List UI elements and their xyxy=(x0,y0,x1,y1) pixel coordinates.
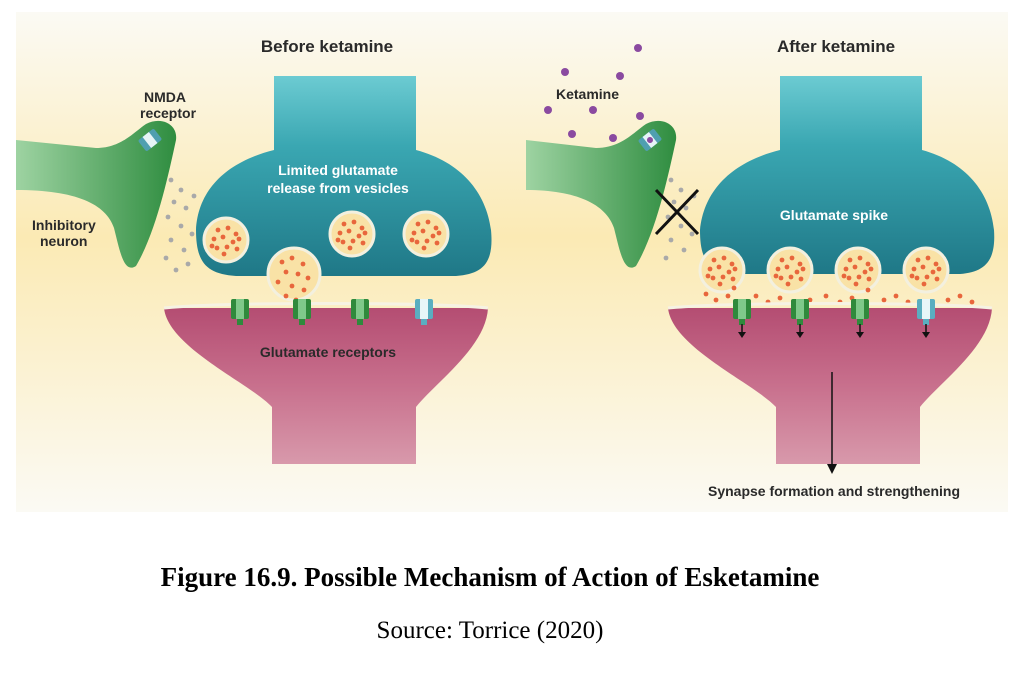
nmda-receptor-icon xyxy=(138,129,162,151)
diagram-svg: Before ketamine NMDA receptor Inhibitory… xyxy=(16,12,1008,512)
vesicle xyxy=(328,210,376,258)
panel-before: Before ketamine NMDA receptor Inhibitory… xyxy=(16,37,492,464)
blocked-x-icon xyxy=(654,188,700,236)
releasing-vesicle xyxy=(266,246,322,302)
nmda-receptor-blocked-icon xyxy=(638,129,662,151)
vesicle xyxy=(202,216,250,264)
nmda-label-line2: receptor xyxy=(140,105,197,121)
figure-source: Source: Torrice (2020) xyxy=(376,617,604,644)
presynaptic-terminal-after xyxy=(700,76,995,274)
panel-after: After ketamine Ketamine Glutamate spike … xyxy=(526,37,995,499)
releasing-vesicle xyxy=(902,246,950,294)
glutamate-dots-left xyxy=(163,177,197,273)
releasing-vesicle xyxy=(834,246,882,294)
release-label-line1: Limited glutamate xyxy=(278,162,398,178)
release-label-line2: release from vesicles xyxy=(267,180,409,196)
panel-title-after: After ketamine xyxy=(777,37,895,56)
postsynaptic-neuron-before xyxy=(164,308,488,464)
released-glutamate-left xyxy=(275,255,311,303)
ketamine-label: Ketamine xyxy=(556,86,619,102)
nmda-label-line1: NMDA xyxy=(144,89,186,105)
glutamate-dots-right xyxy=(663,177,697,261)
receptors-label: Glutamate receptors xyxy=(260,344,396,360)
releasing-vesicle xyxy=(698,246,746,294)
ketamine-dots xyxy=(544,44,644,142)
mechanism-diagram: Before ketamine NMDA receptor Inhibitory… xyxy=(16,12,1008,512)
postsynaptic-neuron-after xyxy=(668,308,992,464)
releasing-vesicle xyxy=(766,246,814,294)
figure-caption: Figure 16.9. Possible Mechanism of Actio… xyxy=(160,562,820,592)
inhibitory-neuron xyxy=(16,120,177,268)
spike-label: Glutamate spike xyxy=(780,207,888,223)
synapse-label: Synapse formation and strengthening xyxy=(708,483,960,499)
inhibitory-label-line2: neuron xyxy=(40,233,87,249)
inhibitory-label-line1: Inhibitory xyxy=(32,217,96,233)
panel-title-before: Before ketamine xyxy=(261,37,393,56)
inhibitory-neuron-after xyxy=(526,120,677,268)
vesicle xyxy=(402,210,450,258)
